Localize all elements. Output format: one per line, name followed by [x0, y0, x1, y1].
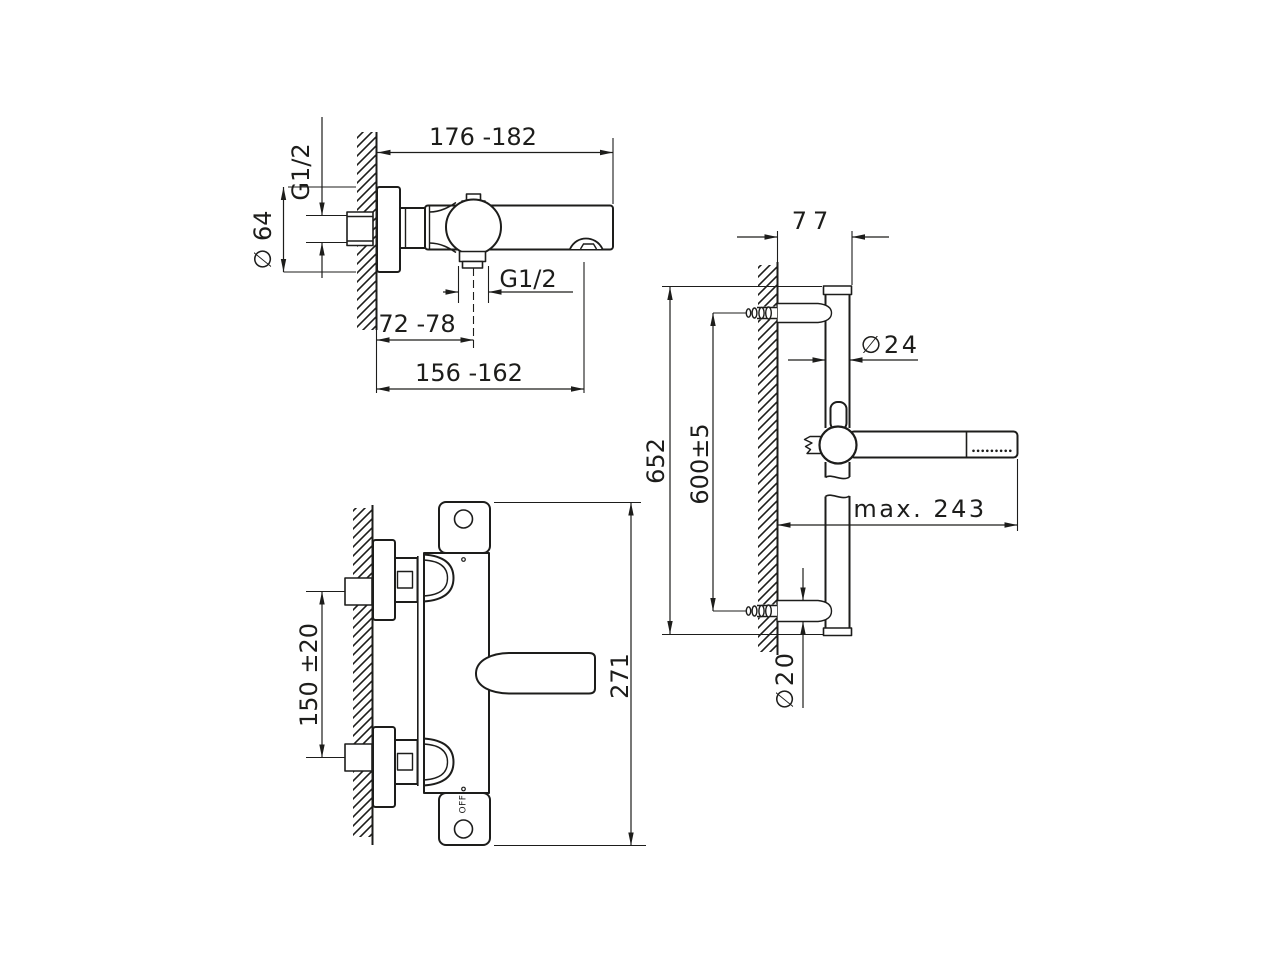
- degree-mark-top: [461, 557, 466, 562]
- spout-reach-label: 156 -162: [415, 359, 523, 387]
- dim-escutcheon-diameter: ∅ 64: [249, 186, 356, 273]
- view-bath-mixer-side: G1/2 ∅ 64: [249, 117, 614, 393]
- degree-mark-bottom: [461, 786, 466, 792]
- outlet-nut: [458, 250, 487, 263]
- wall-section: [357, 132, 378, 393]
- view-shower-rail: 652 600±5: [642, 207, 1019, 710]
- spray-face-dots: [972, 449, 1012, 453]
- wall-hatching: [758, 265, 778, 652]
- wall-bracket-top: [776, 302, 833, 324]
- break-line-lower: [824, 494, 850, 499]
- escutcheon-top: [372, 539, 396, 621]
- dim-bracket-diameter: ∅20: [771, 568, 806, 710]
- rail-diameter-label: ∅24: [861, 331, 920, 359]
- projection-label: 176 -182: [429, 123, 537, 151]
- max-reach-label: max. 243: [853, 495, 986, 523]
- bracket-projection-label: 77: [792, 207, 835, 235]
- escutcheon-bottom: [372, 726, 396, 808]
- rail-assembly: [745, 285, 1019, 637]
- slider-knob: [818, 425, 858, 465]
- hand-shower-handle: [849, 430, 1019, 459]
- outlet-offset-label: 72 -78: [378, 310, 455, 338]
- dim-max-reach: max. 243: [777, 459, 1019, 531]
- off-label: OFF: [459, 795, 469, 814]
- wall-connector: [399, 207, 426, 249]
- hand-shower: [849, 430, 1019, 459]
- break-line-upper: [824, 475, 850, 480]
- outlet-collar: [461, 260, 484, 269]
- dim-inlet-thread: G1/2: [287, 117, 347, 278]
- bracket-diameter-label: ∅20: [771, 651, 799, 710]
- top-cap-hole: [453, 509, 474, 529]
- dim-spout-reach: 156 -162: [376, 262, 585, 393]
- bottom-cap: [438, 792, 491, 846]
- escutcheon-diameter-label: ∅ 64: [249, 210, 277, 269]
- view-bath-mixer-front: OFF 150 ±20 271: [295, 501, 646, 847]
- outlet-thread-label: G1/2: [499, 265, 556, 293]
- connection-spacing-label: 150 ±20: [295, 623, 323, 727]
- dim-body-length: 271: [494, 501, 646, 847]
- rail-length-label: 652: [642, 438, 670, 484]
- rail-bottom-cap: [822, 627, 853, 637]
- dim-outlet-offset: 72 -78: [376, 310, 474, 343]
- dim-rail-diameter: ∅24: [788, 331, 920, 363]
- dim-outlet-thread: G1/2: [443, 265, 573, 352]
- inlet-union-bottom: [344, 743, 373, 772]
- bracket-spacing-label: 600±5: [686, 423, 714, 504]
- bracket-screw-bottom: [745, 604, 777, 618]
- dim-bracket-projection: 77: [737, 207, 889, 285]
- wall-hatching: [353, 508, 373, 837]
- wall-section: [353, 505, 374, 845]
- bottom-cap-hole: [453, 819, 474, 839]
- dim-projection: 176 -182: [377, 123, 614, 204]
- mixer-front-body: OFF: [344, 501, 596, 846]
- spout-front: [474, 652, 596, 695]
- holder-break-tab: [803, 435, 822, 455]
- inlet-union: [346, 211, 374, 247]
- inlet-thread-label: G1/2: [287, 143, 315, 200]
- dim-rail-length: 652: [642, 285, 823, 636]
- dim-bracket-spacing: 600±5: [686, 312, 748, 612]
- thermostat-handle: [445, 198, 502, 256]
- wall-bracket-bottom: [776, 599, 833, 623]
- mixer-side-body: [346, 186, 614, 273]
- inlet-union-top: [344, 577, 373, 606]
- bracket-screw-top: [745, 306, 777, 320]
- body-length-label: 271: [606, 653, 634, 699]
- spout-aerator: [579, 243, 598, 250]
- escutcheon: [376, 186, 401, 273]
- dim-connection-spacing: 150 ±20: [295, 590, 345, 759]
- loop-handle: [416, 553, 455, 787]
- rail-top-cap: [822, 285, 853, 296]
- wall-section: [758, 231, 779, 655]
